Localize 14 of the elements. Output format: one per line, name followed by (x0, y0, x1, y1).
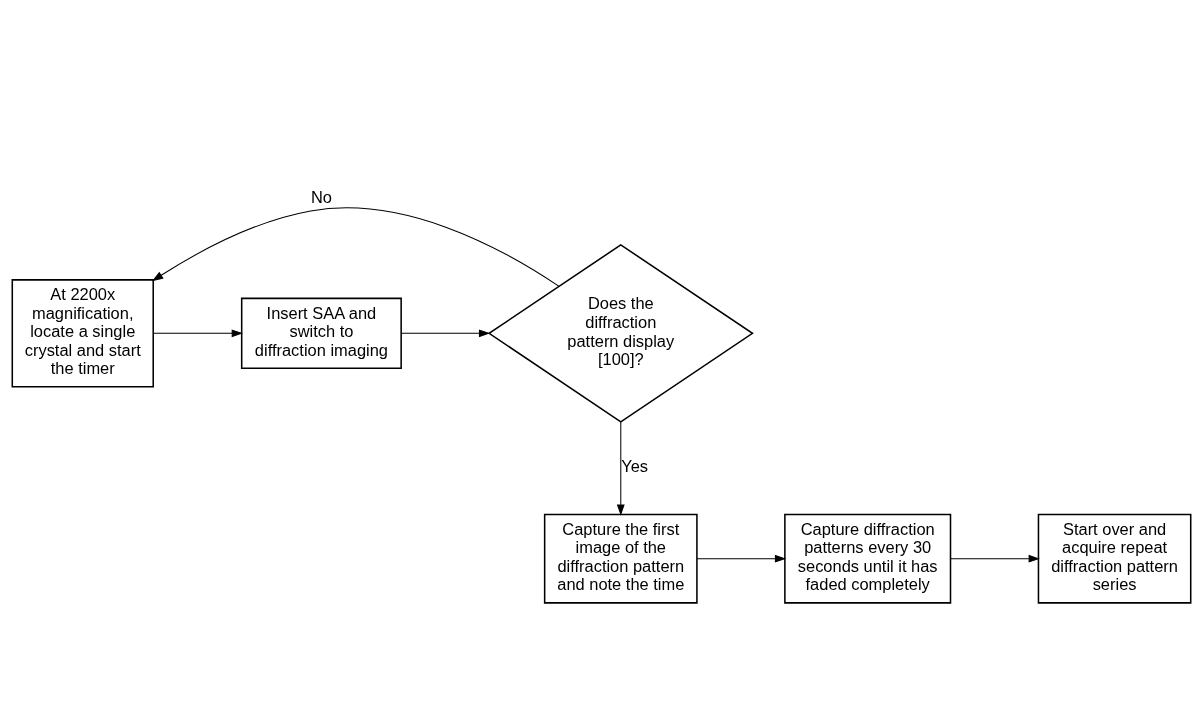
arrow (950, 554, 1040, 563)
node-box: Capture the first image of the diffraction pattern and note the time (543, 513, 698, 604)
edge-label: No (310, 187, 332, 206)
edge-label: Yes (621, 457, 649, 476)
node-diamond: Does the diffraction pattern display [100]? (487, 243, 754, 423)
arrow (400, 329, 491, 338)
arrow (616, 421, 625, 516)
arrow (153, 329, 243, 338)
node-box: Capture diffraction patterns every 30 seconds until it has faded completely (784, 513, 952, 604)
node-box: Start over and acquire repeat diffraction pattern series (1037, 513, 1192, 604)
node-box: Insert SAA and switch to diffraction imaging (240, 297, 402, 370)
arrow (696, 554, 787, 563)
arrow (151, 207, 560, 287)
node-box: At 2200x magnification, locate a single crystal and start the timer (11, 279, 154, 388)
